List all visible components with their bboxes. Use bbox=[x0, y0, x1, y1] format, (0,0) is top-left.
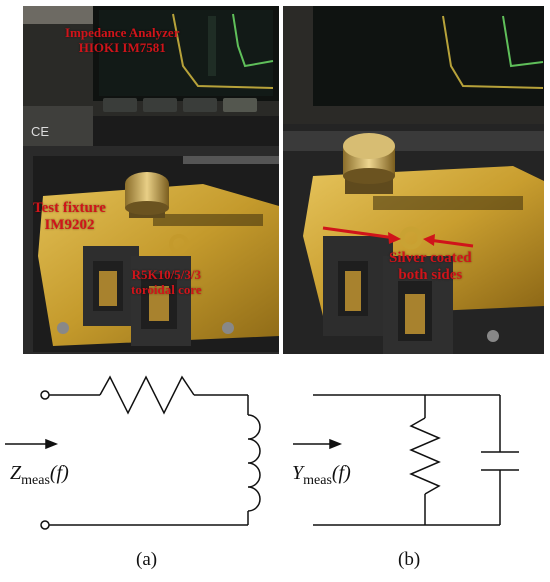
admittance-label: Ymeas(f) bbox=[292, 462, 351, 489]
circuit-a-inductor bbox=[247, 414, 261, 512]
circuit-a-input-arrow bbox=[5, 438, 59, 450]
circuit-b-input-arrow bbox=[293, 438, 343, 450]
circuit-a-terminal-bottom bbox=[40, 520, 50, 530]
circuit-a-resistor bbox=[99, 375, 195, 415]
impedance-label: Zmeas(f) bbox=[10, 462, 69, 489]
impedance-subscript: meas bbox=[21, 473, 50, 488]
core-label-line1: R5K10/5/3/3 bbox=[131, 267, 201, 282]
circuit-b-resistor bbox=[409, 417, 441, 495]
core-label-line2: toroidal core bbox=[131, 281, 202, 297]
equivalent-circuits bbox=[5, 375, 519, 530]
analyzer-label-line1: Impedance Analyzer bbox=[65, 25, 180, 40]
impedance-argument: (f) bbox=[49, 462, 69, 484]
impedance-symbol: Z bbox=[10, 462, 22, 484]
svg-text:CE: CE bbox=[31, 124, 49, 139]
photo-a-illustration: CE bbox=[23, 6, 279, 354]
coating-label-line2: both sides bbox=[398, 267, 463, 284]
coating-label: Silver coated both sides bbox=[389, 250, 472, 285]
analyzer-label-line2: HIOKI IM7581 bbox=[78, 39, 166, 55]
analyzer-label: Impedance Analyzer HIOKI IM7581 bbox=[65, 25, 180, 56]
caption-a: (a) bbox=[136, 549, 158, 570]
coating-label-line1: Silver coated bbox=[389, 250, 472, 266]
circuit-a-series-rl bbox=[40, 375, 261, 530]
fixture-label-line1: Test fixture bbox=[33, 200, 106, 216]
admittance-symbol: Y bbox=[292, 462, 304, 484]
photo-b-illustration bbox=[283, 6, 544, 354]
fixture-label-line2: IM9202 bbox=[44, 217, 95, 234]
admittance-argument: (f) bbox=[331, 462, 351, 484]
fixture-label: Test fixture IM9202 bbox=[33, 200, 106, 235]
circuit-b-parallel-rc bbox=[313, 394, 519, 526]
circuit-a-terminal-top bbox=[40, 390, 50, 400]
admittance-subscript: meas bbox=[303, 473, 332, 488]
caption-b: (b) bbox=[398, 549, 421, 570]
core-label: R5K10/5/3/3 toroidal core bbox=[131, 267, 202, 298]
photo-measurement-setup: CE Impedance Analyzer HIOKI IM7581 Test … bbox=[23, 6, 279, 354]
photo-fixture-closeup: Silver coated both sides bbox=[283, 6, 544, 354]
